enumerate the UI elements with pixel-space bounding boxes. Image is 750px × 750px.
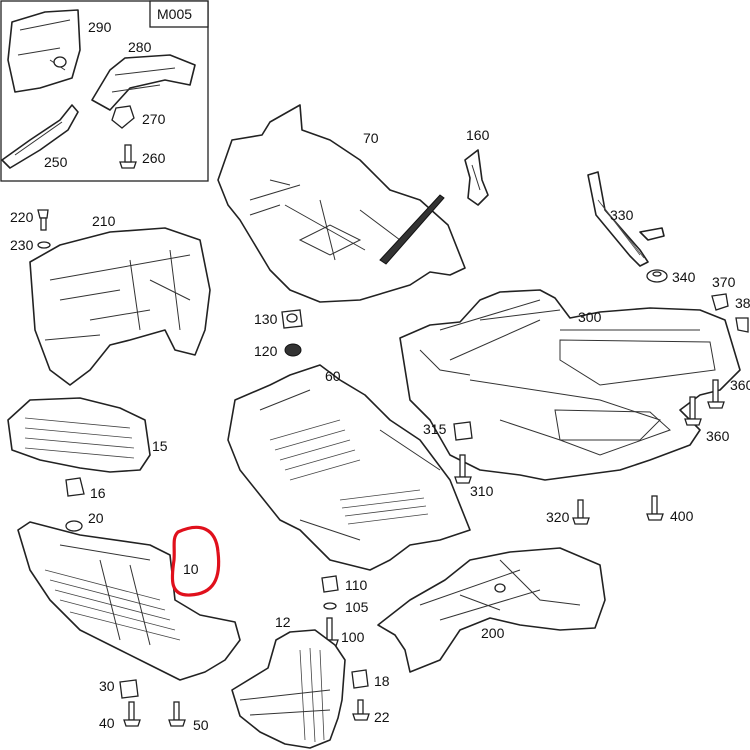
callout-12: 12	[275, 614, 291, 630]
callout-160: 160	[466, 127, 490, 143]
callout-315: 315	[423, 421, 447, 437]
callout-200: 200	[481, 625, 505, 641]
part-30-clip	[119, 679, 139, 699]
callout-210: 210	[92, 213, 116, 229]
callout-130: 130	[254, 311, 278, 327]
part-130-grommet	[281, 309, 303, 329]
callout-230: 230	[10, 237, 34, 253]
part-370-clip	[711, 293, 729, 311]
callout-40: 40	[99, 715, 115, 731]
part-330-strut	[587, 171, 665, 267]
callout-18: 18	[374, 673, 390, 689]
callout-105: 105	[345, 599, 369, 615]
part-160-bracket	[464, 149, 489, 206]
part-320-bolt	[572, 499, 590, 525]
highlight-circle	[170, 525, 221, 597]
part-230-washer	[37, 241, 51, 249]
part-15-side-panel	[7, 397, 151, 473]
callout-100: 100	[341, 629, 365, 645]
part-270-clip	[111, 105, 135, 129]
callout-370: 370	[712, 274, 736, 290]
callout-10: 10	[183, 561, 199, 577]
callout-20: 20	[88, 510, 104, 526]
callout-15: 15	[152, 438, 168, 454]
callout-60: 60	[325, 368, 341, 384]
part-220-screw	[37, 209, 49, 231]
part-340-washer	[646, 269, 668, 283]
callout-330: 330	[610, 207, 634, 223]
part-260-screw	[119, 144, 137, 169]
callout-360-a: 360	[730, 377, 750, 393]
part-360-bolt-b	[684, 396, 702, 426]
part-280-bracket	[91, 54, 196, 111]
part-200-rear-bracket	[377, 547, 606, 673]
part-12-lower-panel	[231, 629, 346, 749]
callout-360-b: 360	[706, 428, 730, 444]
part-20-grommet	[65, 520, 83, 532]
part-10-front-skid-plate	[17, 521, 241, 681]
part-290-cover	[7, 9, 81, 93]
callout-250: 250	[44, 154, 68, 170]
callout-220: 220	[10, 209, 34, 225]
callout-30: 30	[99, 678, 115, 694]
part-315-clip	[453, 421, 473, 441]
callout-50: 50	[193, 717, 209, 733]
callout-300: 300	[578, 309, 602, 325]
part-22-bolt	[352, 699, 370, 721]
part-60-center-panel	[227, 364, 471, 571]
callout-110: 110	[345, 577, 368, 593]
part-105-washer	[323, 602, 337, 610]
part-210-housing	[29, 227, 211, 386]
part-16-clip	[65, 477, 85, 497]
part-120-nut	[284, 343, 302, 357]
part-40-bolt	[123, 701, 141, 727]
part-310-bolt	[454, 454, 472, 484]
callout-290: 290	[88, 19, 112, 35]
callout-70: 70	[363, 130, 379, 146]
callout-400: 400	[670, 508, 694, 524]
callout-22: 22	[374, 709, 390, 725]
callout-38: 38	[735, 295, 750, 311]
callout-16: 16	[90, 485, 106, 501]
callout-310: 310	[470, 483, 494, 499]
part-360-bolt-a	[707, 379, 725, 409]
part-300-underbody-frame	[399, 289, 741, 481]
inset-panel: M005 290 280 270 250 260	[0, 0, 209, 182]
callout-340: 340	[672, 269, 696, 285]
part-18-clip	[351, 669, 369, 689]
part-70-underbody-panel	[217, 104, 466, 303]
callout-260: 260	[142, 150, 166, 166]
callout-320: 320	[546, 509, 570, 525]
part-50-bolt	[168, 701, 186, 727]
part-38x-clip	[735, 317, 749, 333]
part-250-rail	[1, 104, 79, 169]
callout-280: 280	[128, 39, 152, 55]
inset-code: M005	[157, 6, 192, 22]
part-400-bolt	[646, 495, 664, 521]
callout-270: 270	[142, 111, 166, 127]
callout-120: 120	[254, 343, 278, 359]
part-110-nut	[321, 575, 339, 593]
